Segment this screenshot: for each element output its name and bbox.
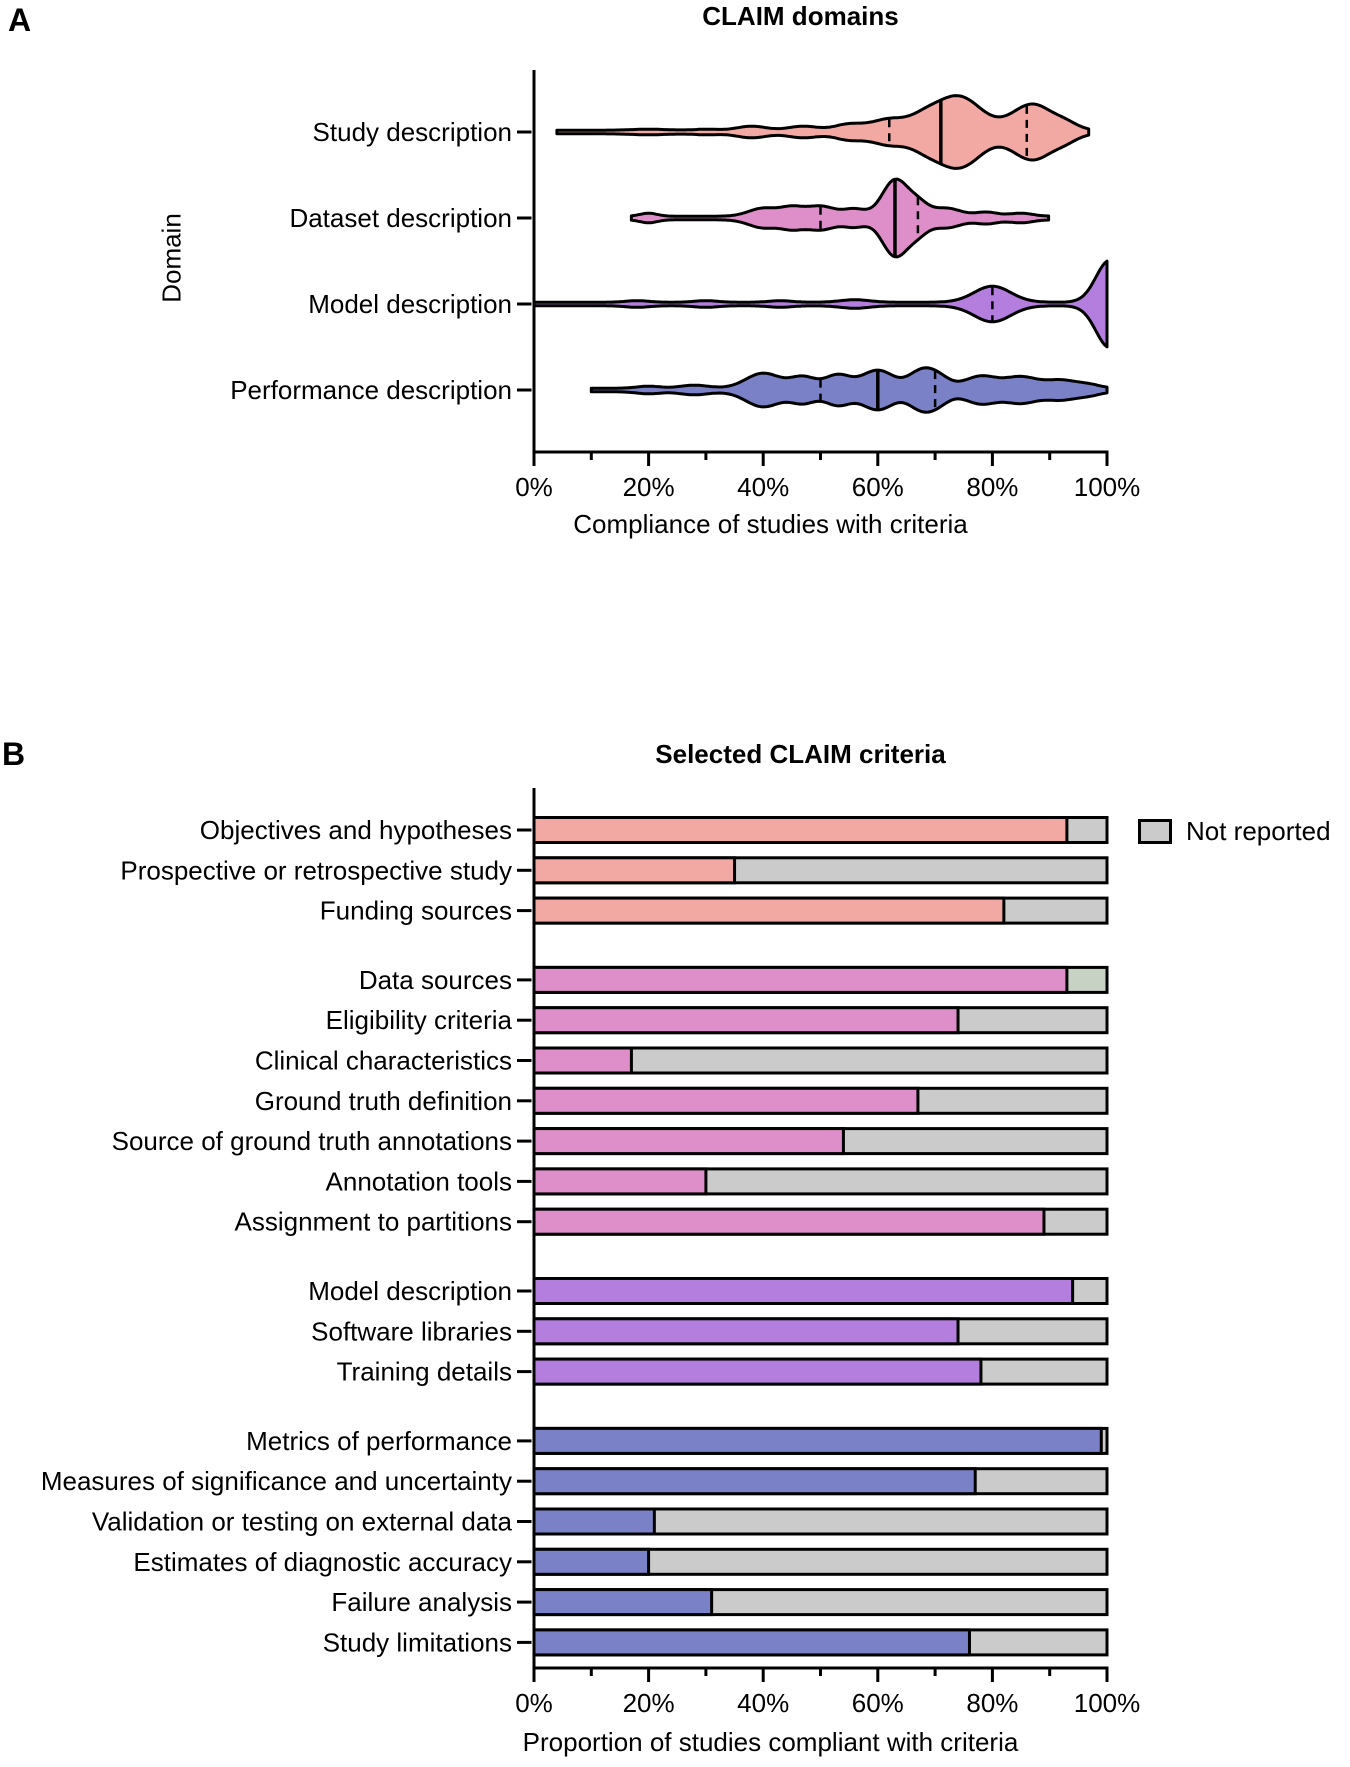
panel-b-title: Selected CLAIM criteria xyxy=(655,739,946,769)
bar-failure-analysis xyxy=(532,1588,714,1617)
bar-funding-sources xyxy=(532,896,1006,925)
panel-a-title: CLAIM domains xyxy=(702,1,899,31)
bar-category-label: Data sources xyxy=(359,965,512,995)
bar-ground-truth-definition xyxy=(532,1086,920,1115)
bar-category-label: Training details xyxy=(337,1357,512,1387)
bar-x-tick-label: 60% xyxy=(852,1688,904,1718)
bar-training-details xyxy=(532,1357,983,1386)
panel-b-letter: B xyxy=(2,736,26,772)
violin-category-label: Model description xyxy=(308,289,512,319)
bar-category-label: Prospective or retrospective study xyxy=(120,855,512,885)
bar-validation-or-testing-on-external-data xyxy=(532,1507,656,1536)
panel-a-letter: A xyxy=(8,2,32,38)
bar-x-tick-label: 0% xyxy=(515,1688,553,1718)
violin-category-label: Dataset description xyxy=(289,203,512,233)
panel-a-x-axis-title: Compliance of studies with criteria xyxy=(573,509,968,539)
bar-category-label: Software libraries xyxy=(311,1316,512,1346)
bar-category-label: Funding sources xyxy=(320,896,512,926)
legend: Not reported xyxy=(1138,818,1331,844)
not-reported-label: Not reported xyxy=(1186,816,1331,846)
bar-study-limitations xyxy=(532,1628,971,1657)
bar-prospective-or-retrospective-study xyxy=(532,856,737,885)
bar-category-label: Model description xyxy=(308,1276,512,1306)
bar-category-label: Estimates of diagnostic accuracy xyxy=(133,1547,512,1577)
bar-category-label: Validation or testing on external data xyxy=(92,1507,513,1537)
bar-category-label: Metrics of performance xyxy=(246,1426,512,1456)
violin-performance-description xyxy=(589,366,1109,414)
bar-source-of-ground-truth-annotations xyxy=(532,1127,845,1156)
bar-data-sources xyxy=(532,965,1069,994)
bar-category-label: Objectives and hypotheses xyxy=(200,815,512,845)
violin-model-description xyxy=(532,259,1109,349)
violin-x-tick-label: 0% xyxy=(515,472,553,502)
bar-software-libraries xyxy=(532,1317,960,1346)
bar-eligibility-criteria xyxy=(532,1006,960,1035)
violin-category-label: Performance description xyxy=(230,375,512,405)
bar-category-label: Ground truth definition xyxy=(255,1086,512,1116)
violin-study-description xyxy=(555,94,1091,170)
bar-category-label: Assignment to partitions xyxy=(235,1207,512,1237)
violin-x-tick-label: 100% xyxy=(1074,472,1141,502)
bar-model-description xyxy=(532,1277,1075,1305)
bar-category-label: Measures of significance and uncertainty xyxy=(41,1466,512,1496)
violin-x-tick-label: 40% xyxy=(737,472,789,502)
bar-metrics-of-performance xyxy=(532,1426,1103,1455)
bar-category-label: Annotation tools xyxy=(326,1166,512,1196)
bar-category-label: Study limitations xyxy=(323,1627,512,1657)
bar-category-label: Eligibility criteria xyxy=(326,1005,513,1035)
bar-category-label: Source of ground truth annotations xyxy=(112,1126,512,1156)
violin-x-tick-label: 80% xyxy=(966,472,1018,502)
bar-x-tick-label: 40% xyxy=(737,1688,789,1718)
violin-x-tick-label: 60% xyxy=(852,472,904,502)
violin-x-tick-label: 20% xyxy=(623,472,675,502)
bar-annotation-tools xyxy=(532,1167,708,1196)
bar-assignment-to-partitions xyxy=(532,1207,1046,1236)
bar-objectives-and-hypotheses xyxy=(532,816,1069,844)
panel-b-x-axis-title: Proportion of studies compliant with cri… xyxy=(522,1727,1019,1757)
bar-estimates-of-diagnostic-accuracy xyxy=(532,1547,651,1576)
not-reported-swatch xyxy=(1138,818,1172,844)
bar-x-tick-label: 80% xyxy=(966,1688,1018,1718)
violin-dataset-description xyxy=(629,177,1051,259)
bar-category-label: Clinical characteristics xyxy=(255,1046,512,1076)
bar-x-tick-label: 20% xyxy=(623,1688,675,1718)
bar-measures-of-significance-and-uncertainty xyxy=(532,1467,977,1496)
bar-category-label: Failure analysis xyxy=(331,1587,512,1617)
bar-clinical-characteristics xyxy=(532,1046,633,1075)
bar-x-tick-label: 100% xyxy=(1074,1688,1141,1718)
violin-category-label: Study description xyxy=(313,117,512,147)
